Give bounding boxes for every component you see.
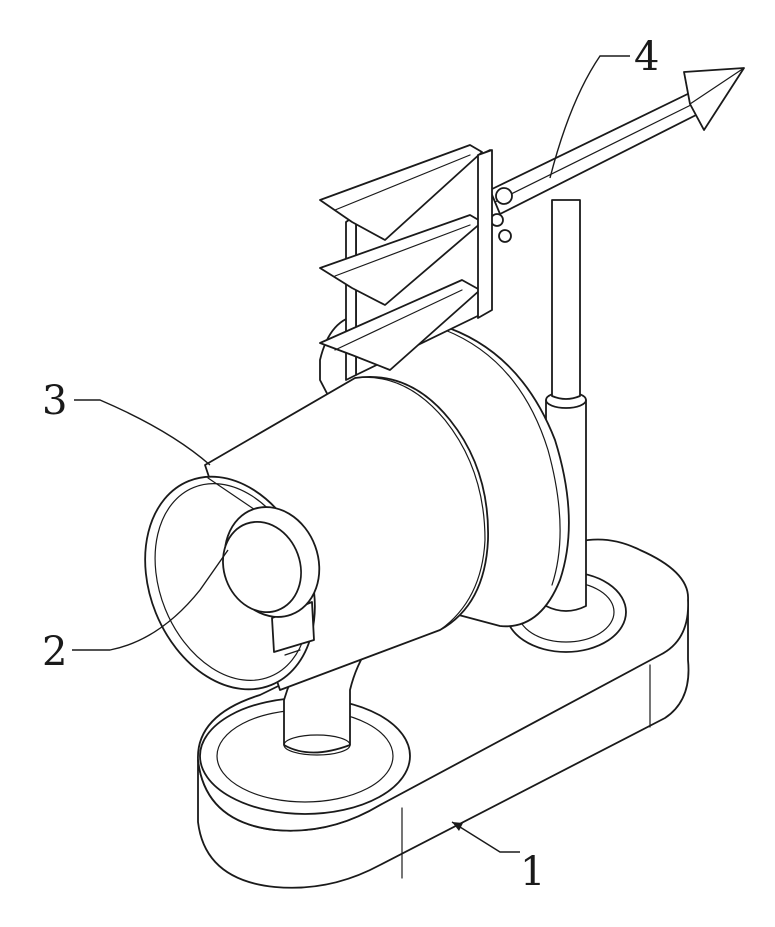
label-4: 4 [634, 34, 659, 80]
label-1: 1 [520, 849, 545, 895]
vane-pivot-bolt [496, 188, 512, 204]
leader-1 [452, 822, 520, 852]
label-3: 3 [42, 378, 67, 424]
pole-rod [552, 200, 580, 399]
label-2: 2 [42, 629, 67, 675]
arrow-head [684, 68, 744, 130]
fin-bracket [478, 150, 492, 318]
wind-vane-arrow [490, 68, 744, 242]
leader-3 [74, 400, 210, 465]
vane-pivot-bolt [499, 230, 511, 242]
arrow-shaft-edge [495, 99, 703, 202]
